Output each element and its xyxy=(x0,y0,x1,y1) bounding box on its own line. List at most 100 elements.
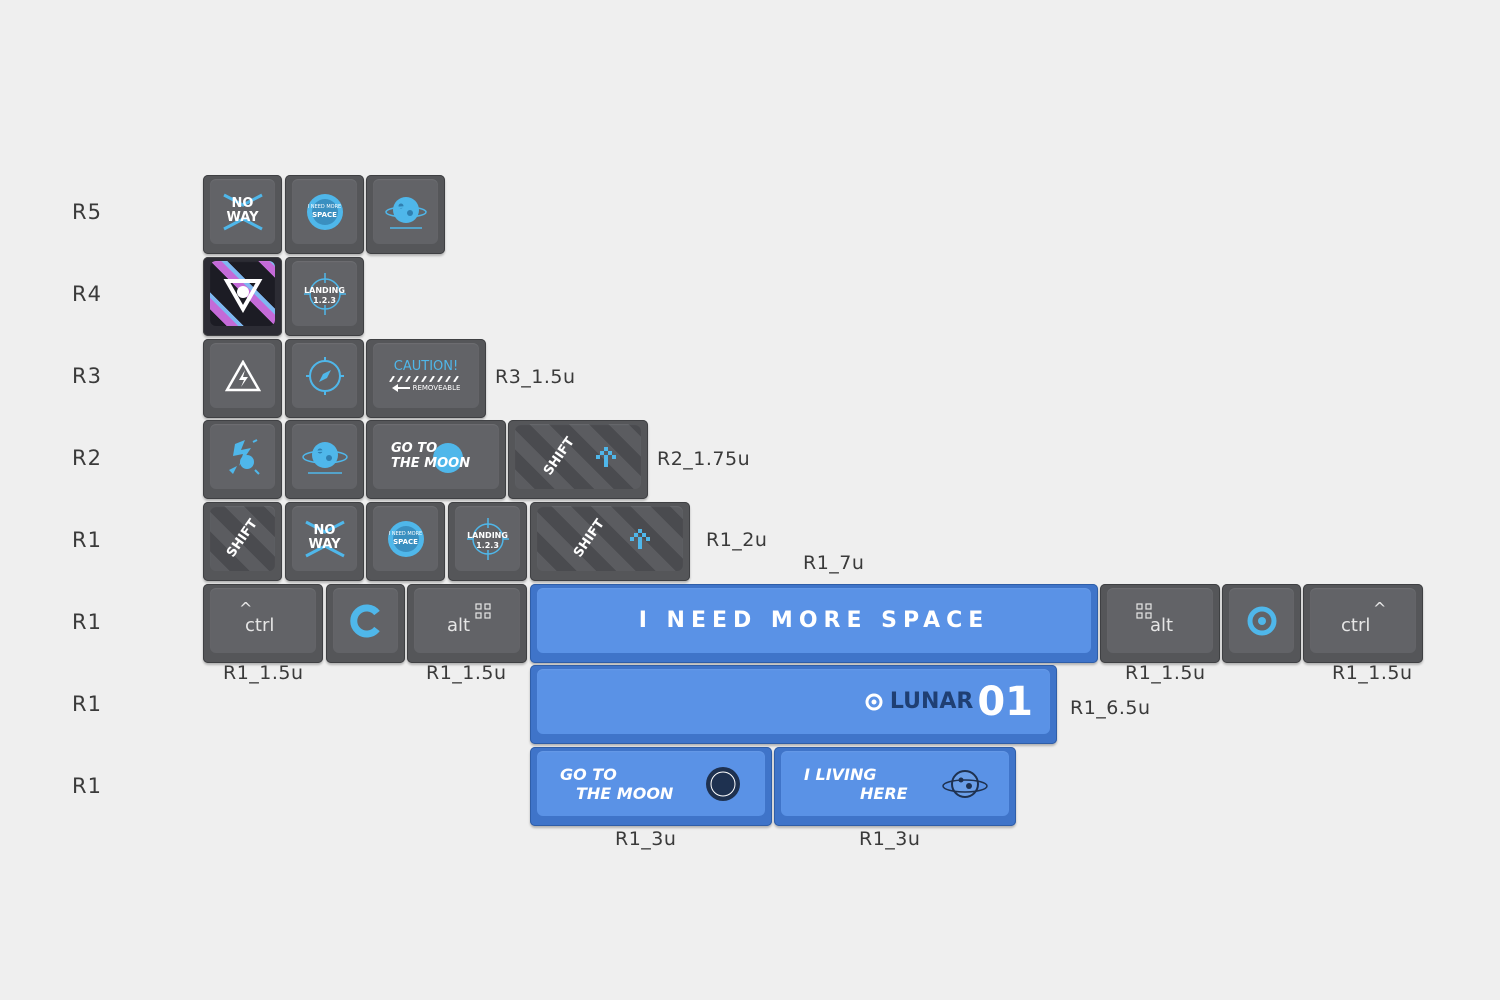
hazard-stripe-icon xyxy=(389,376,459,382)
size-label-r1-1-5u: R1_1.5u xyxy=(1332,662,1413,684)
keycap-planet xyxy=(285,420,364,499)
command-grid-icon xyxy=(1136,602,1152,619)
go-to-text: GO TO xyxy=(560,764,617,784)
helmet-text-2: SPACE xyxy=(312,210,337,219)
alt-label: alt xyxy=(447,614,471,636)
keycap-need-more-space-helmet: I NEED MORE SPACE xyxy=(285,175,364,254)
astronaut-helmet-icon xyxy=(706,766,740,801)
keycap-landing: LANDING 1.2.3 xyxy=(448,502,527,581)
spacebar-text: I NEED MORE SPACE xyxy=(638,608,990,633)
size-label-r1-3u: R1_3u xyxy=(615,828,677,850)
size-label-r1-2u: R1_2u xyxy=(706,529,768,551)
caution-text: CAUTION! xyxy=(393,359,459,374)
no-way-text-1: NO xyxy=(313,522,336,538)
planet-icon xyxy=(301,441,348,474)
row-label-r2: R2 xyxy=(72,446,102,470)
keycap-need-more-space-helmet: I NEED MORE SPACE xyxy=(366,502,445,581)
size-label-r1-6-5u: R1_6.5u xyxy=(1070,697,1151,719)
keycap-go-to-the-moon-3u: GO TO THE MOON xyxy=(530,747,772,826)
shift-label: SHIFT xyxy=(540,434,578,479)
chevron-stripes-icon xyxy=(222,193,263,230)
row-label-r5: R5 xyxy=(72,200,102,224)
astronaut-helmet-icon xyxy=(306,193,343,230)
astronaut-helmet-icon xyxy=(387,520,424,557)
caret-up-icon: ^ xyxy=(1373,598,1387,618)
keycap-landing: LANDING 1.2.3 xyxy=(285,257,364,336)
row-label-r4: R4 xyxy=(72,282,102,306)
here-text: HERE xyxy=(860,783,908,803)
planet-icon xyxy=(384,196,427,229)
moon-icon xyxy=(433,442,463,473)
crosshair-icon xyxy=(466,517,509,560)
keycap-shift-2u: SHIFT xyxy=(530,502,690,581)
keycap-high-voltage xyxy=(203,339,282,418)
keycap-spacebar-6-5u: LUNAR 01 xyxy=(530,665,1057,744)
keycap-right-alt: alt xyxy=(1100,584,1220,663)
c-logo-icon xyxy=(349,604,380,637)
triangle-logo-icon xyxy=(223,278,262,313)
row-label-r1: R1 xyxy=(72,528,102,552)
pixel-arrow-up-icon xyxy=(596,446,617,467)
keycap-right-ctrl: ^ ctrl xyxy=(1303,584,1423,663)
helmet-text-1: I NEED MORE xyxy=(307,203,342,210)
landing-text-1: LANDING xyxy=(304,285,345,295)
no-way-text-2: WAY xyxy=(226,209,259,225)
ctrl-label: ctrl xyxy=(1341,614,1371,636)
keycap-ring-logo xyxy=(1222,584,1301,663)
compass-icon xyxy=(305,356,344,395)
lunar-number: 01 xyxy=(977,678,1033,725)
keycap-shift-1u: SHIFT xyxy=(203,502,282,581)
size-label-r3-1-5u: R3_1.5u xyxy=(495,366,576,388)
high-voltage-warning-icon xyxy=(224,359,261,391)
astronaut-lightning-icon xyxy=(228,438,260,475)
keycap-planet xyxy=(366,175,445,254)
crosshair-icon xyxy=(303,272,346,315)
keycap-no-way: NO WAY xyxy=(285,502,364,581)
size-label-r1-1-5u: R1_1.5u xyxy=(1125,662,1206,684)
no-way-legend: NO WAY xyxy=(203,179,282,244)
keycap-left-alt: alt xyxy=(407,584,527,663)
keycap-caution-removeable: CAUTION! REMOVEABLE xyxy=(366,339,486,418)
ctrl-label: ctrl xyxy=(245,614,275,636)
keycap-c-logo xyxy=(326,584,405,663)
caret-up-icon: ^ xyxy=(239,598,253,618)
size-label-r1-1-5u: R1_1.5u xyxy=(426,662,507,684)
keycap-astronaut-lightning xyxy=(203,420,282,499)
keycap-shift-175u: SHIFT xyxy=(508,420,648,499)
keycap-compass xyxy=(285,339,364,418)
chevron-stripes-icon xyxy=(304,520,345,557)
planet-icon xyxy=(942,769,988,798)
removeable-text: REMOVEABLE xyxy=(412,384,461,392)
alt-label: alt xyxy=(1150,614,1174,636)
size-label-r1-3u: R1_3u xyxy=(859,828,921,850)
row-label-r1: R1 xyxy=(72,774,102,798)
row-label-r3: R3 xyxy=(72,364,102,388)
lunar-text: LUNAR xyxy=(889,689,974,714)
ring-logo-icon xyxy=(1247,606,1276,635)
row-label-r1: R1 xyxy=(72,692,102,716)
no-way-text-1: NO xyxy=(231,195,254,211)
keycap-rgb-logo xyxy=(203,257,282,336)
keycap-go-to-the-moon: GO TO THE MOON xyxy=(366,420,506,499)
row-label-r1: R1 xyxy=(72,610,102,634)
landing-text-2: 1.2.3 xyxy=(313,295,336,305)
go-to-text: GO TO xyxy=(391,440,438,456)
i-living-text: I LIVING xyxy=(804,764,877,784)
helmet-text-2: SPACE xyxy=(393,537,418,546)
shift-label: SHIFT xyxy=(224,516,261,561)
lunar-ring-icon xyxy=(865,693,883,710)
pixel-arrow-up-icon xyxy=(630,528,651,549)
landing-text-2: 1.2.3 xyxy=(476,540,499,550)
size-label-r1-7u: R1_7u xyxy=(803,552,865,574)
no-way-text-2: WAY xyxy=(308,536,341,552)
keycap-i-living-here-3u: I LIVING HERE xyxy=(774,747,1016,826)
the-moon-text: THE MOON xyxy=(391,455,471,471)
arrow-left-icon xyxy=(391,384,410,392)
landing-text-1: LANDING xyxy=(467,530,508,540)
size-label-r2-1-75u: R2_1.75u xyxy=(657,448,751,470)
size-label-r1-1-5u: R1_1.5u xyxy=(223,662,304,684)
shift-label: SHIFT xyxy=(570,516,608,561)
command-grid-icon xyxy=(475,602,491,619)
keycap-spacebar-7u: I NEED MORE SPACE xyxy=(530,584,1098,663)
helmet-text-1: I NEED MORE xyxy=(388,530,423,537)
